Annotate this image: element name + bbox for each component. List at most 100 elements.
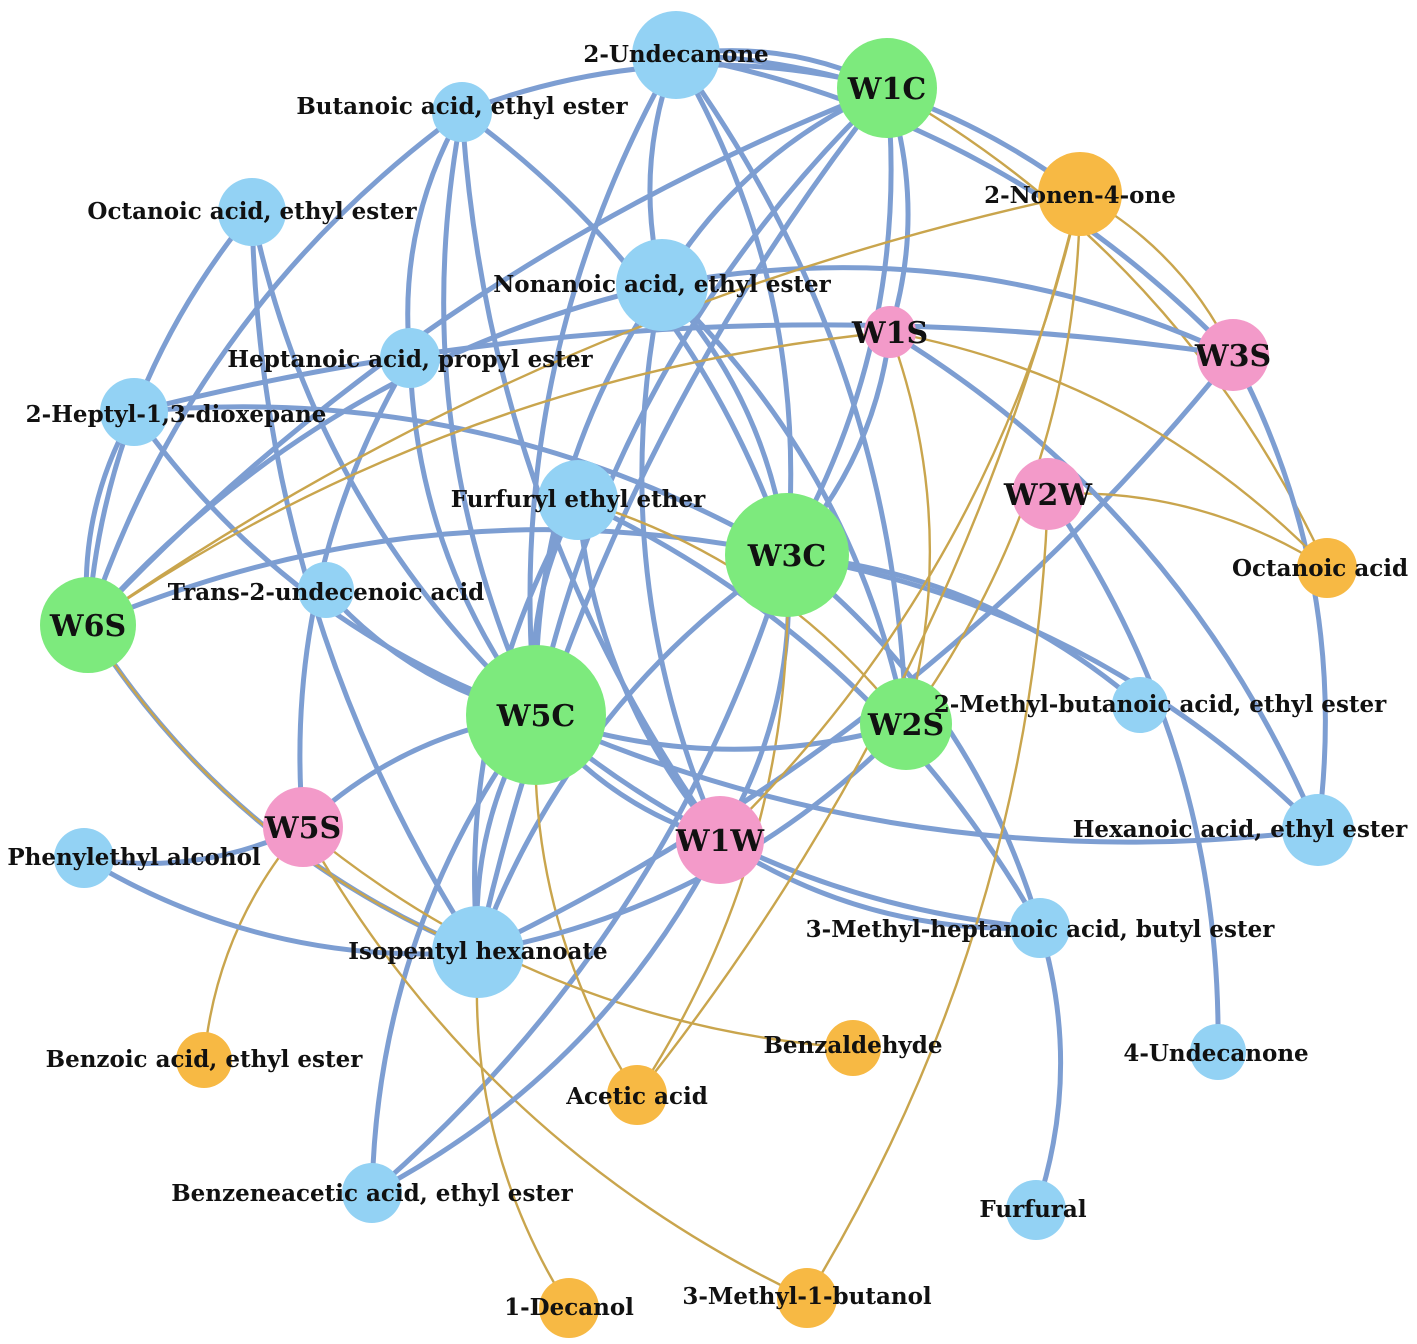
edge-w1s-w2s: [888, 330, 932, 726]
node-label-nonanoic-acid-ethyl-ester: Nonanoic acid, ethyl ester: [493, 271, 831, 298]
node-trans-2-undecenoic-acid: [298, 562, 354, 618]
node-label-4-undecanone: 4-Undecanone: [1123, 1040, 1308, 1067]
edge-w5s-benzaldehyde: [301, 825, 855, 1050]
node-1-decanol: [539, 1278, 599, 1338]
node-octanoic-acid-ethyl-ester: [218, 178, 286, 246]
node-w5s: [263, 787, 343, 867]
node-2-methyl-butanoic-acid-ethyl-ester: [1112, 677, 1168, 733]
node-w3c: [725, 493, 849, 617]
node-label-w3c: W3C: [747, 539, 826, 574]
edge-w6s-isopentyl: [86, 623, 480, 954]
node-label-benzeneacetic-acid-ethyl-ester: Benzeneacetic acid, ethyl ester: [171, 1180, 573, 1207]
node-phenylethyl-alcohol: [54, 828, 114, 888]
node-label-isopentyl-hexanoate: Isopentyl hexanoate: [348, 938, 607, 965]
node-4-undecanone: [1190, 1024, 1246, 1080]
edge-w5c-benzeneacetic: [369, 712, 539, 1196]
node-w5c: [466, 645, 606, 785]
node-benzeneacetic-acid-ethyl-ester: [342, 1163, 402, 1223]
node-label-3-methyl-heptanoic-acid-butyl-ester: 3-Methyl-heptanoic acid, butyl ester: [806, 916, 1276, 943]
edge-w6s-isopentyl: [85, 622, 481, 955]
node-butanoic-acid-ethyl-ester: [432, 82, 492, 142]
edge-phenyl-isopentyl: [81, 855, 481, 957]
edge-w3s-isopentyl: [475, 352, 1236, 955]
node-isopentyl-hexanoate: [432, 906, 524, 998]
edge-butanoic-heptanoic: [405, 109, 465, 361]
node-label-w5s: W5S: [264, 811, 341, 846]
edge-methylhept-furfural: [1033, 925, 1064, 1213]
edge-nonanoic-w1w: [639, 282, 723, 843]
edge-octanoicee-w5c: [249, 209, 539, 718]
node-2-nonen-4-one: [1038, 152, 1122, 236]
node-label-w3s: W3S: [1194, 339, 1271, 374]
node-acetic-acid: [607, 1065, 667, 1125]
edge-w1w-methylhept: [717, 837, 1043, 931]
node-label-w6s: W6S: [49, 609, 126, 644]
edge-w6s-w3c: [85, 527, 790, 628]
edge-w1s-hexanoic: [887, 329, 1321, 833]
edge-undecanone2-w5c: [527, 52, 679, 718]
node-w3s: [1197, 319, 1269, 391]
edge-w6s-nonen: [86, 192, 1082, 627]
node-label-w5c: W5C: [496, 699, 575, 734]
edge-w1s-octanoicacid: [888, 330, 1329, 570]
edge-w1c-w5c: [533, 85, 890, 718]
node-2-undecanone: [632, 11, 720, 99]
edge-nonanoic-w3s: [659, 265, 1236, 358]
edge-w3c-hexanoic: [784, 552, 1321, 833]
node-nonanoic-acid-ethyl-ester: [616, 239, 708, 331]
edges-layer: [81, 48, 1329, 1310]
node-label-w1w: W1W: [675, 824, 766, 859]
node-label-octanoic-acid: Octanoic acid: [1232, 555, 1408, 582]
edge-butanoic-w6s: [85, 109, 465, 628]
node-label-phenylethyl-alcohol: Phenylethyl alcohol: [7, 844, 261, 871]
node-label-acetic-acid: Acetic acid: [565, 1083, 708, 1110]
edge-furfuryl-methylhept: [575, 497, 1043, 931]
node-label-heptanoic-acid-propyl-ester: Heptanoic acid, propyl ester: [227, 346, 593, 373]
edge-heptyl-w3s: [131, 322, 1236, 415]
node-label-benzaldehyde: Benzaldehyde: [763, 1032, 942, 1059]
node-2-heptyl-1-3-dioxepane: [100, 378, 168, 446]
edge-w1c-isopentyl: [475, 85, 890, 955]
edge-w2w-undecanone4: [1045, 491, 1221, 1055]
node-label-2-heptyl-1-3-dioxepane: 2-Heptyl-1,3-dioxepane: [26, 401, 327, 428]
node-heptanoic-acid-propyl-ester: [380, 328, 440, 388]
edge-heptyl-w3c: [131, 404, 790, 558]
node-label-butanoic-acid-ethyl-ester: Butanoic acid, ethyl ester: [296, 93, 628, 120]
node-benzaldehyde: [825, 1020, 881, 1076]
node-3-methyl-1-butanol: [777, 1268, 837, 1328]
node-furfural: [1006, 1180, 1066, 1240]
node-label-w1s: W1S: [851, 316, 928, 351]
node-label-w2s: W2S: [867, 708, 944, 743]
node-3-methyl-heptanoic-acid-butyl-ester: [1010, 898, 1070, 958]
edge-isopentyl-decanol: [475, 950, 571, 1310]
edge-w2w-methylbutanol: [805, 492, 1050, 1300]
node-w2w: [1012, 458, 1084, 530]
node-w1s: [864, 306, 916, 358]
edge-undecanone2-w3c: [673, 52, 794, 558]
node-label-2-nonen-4-one: 2-Nonen-4-one: [984, 182, 1176, 209]
edge-w3c-benzeneacetic: [369, 552, 790, 1196]
node-w6s: [40, 577, 136, 673]
node-label-octanoic-acid-ethyl-ester: Octanoic acid, ethyl ester: [87, 198, 417, 225]
node-benzoic-acid-ethyl-ester: [176, 1032, 232, 1088]
node-furfuryl-ethyl-ether: [538, 460, 618, 540]
edge-undecanone2-w2s: [673, 52, 909, 727]
edge-w5s-methylbutanol: [301, 825, 809, 1300]
edge-nonen-acetic: [635, 192, 1082, 1097]
node-label-1-decanol: 1-Decanol: [504, 1294, 634, 1321]
edge-w1c-octanoicacid: [885, 86, 1329, 570]
edge-w5c-hexanoic: [533, 712, 1321, 845]
node-label-w2w: W2W: [1003, 478, 1094, 513]
node-label-furfuryl-ethyl-ether: Furfuryl ethyl ether: [451, 486, 706, 513]
edge-butanoic-w5c: [441, 109, 539, 718]
edge-w5c-methylhept: [533, 712, 1043, 931]
node-label-trans-2-undecenoic-acid: Trans-2-undecenoic acid: [168, 579, 485, 606]
node-label-3-methyl-1-butanol: 3-Methyl-1-butanol: [682, 1283, 932, 1310]
node-hexanoic-acid-ethyl-ester: [1282, 794, 1354, 866]
node-w2s: [860, 678, 952, 770]
node-label-2-undecanone: 2-Undecanone: [583, 41, 768, 68]
nodes-layer: [40, 11, 1357, 1338]
edge-w2w-octanoicacid: [1046, 492, 1329, 570]
